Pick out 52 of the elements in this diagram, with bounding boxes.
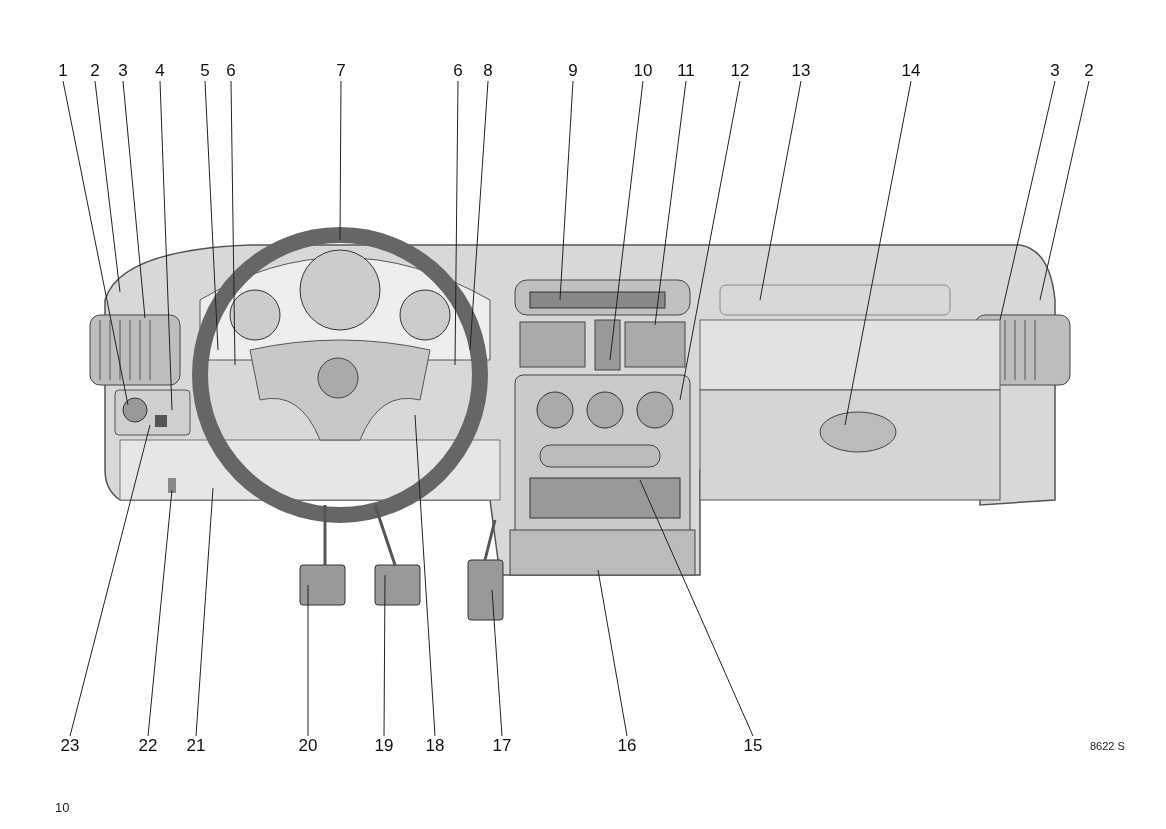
leader-line xyxy=(62,80,129,406)
leader-line xyxy=(307,584,309,737)
callout-number: 3 xyxy=(108,62,138,80)
leader-line xyxy=(759,80,802,301)
leader-line xyxy=(339,80,342,241)
callout-number: 9 xyxy=(558,62,588,80)
callout-number: 4 xyxy=(145,62,175,80)
leader-line xyxy=(230,80,236,366)
callout-number: 12 xyxy=(725,62,755,80)
callout-number: 3 xyxy=(1040,62,1070,80)
callout-number: 2 xyxy=(1074,62,1104,80)
callout-number: 22 xyxy=(133,737,163,755)
callout-number: 23 xyxy=(55,737,85,755)
leader-line xyxy=(639,479,754,737)
leader-line xyxy=(469,80,489,351)
leader-line xyxy=(122,80,146,319)
callout-number: 1 xyxy=(48,62,78,80)
leader-line xyxy=(654,80,687,326)
page-number: 10 xyxy=(55,800,70,815)
leader-line xyxy=(414,414,436,737)
callout-number: 2 xyxy=(80,62,110,80)
callout-number: 15 xyxy=(738,737,768,755)
leader-line xyxy=(844,80,912,426)
leader-line xyxy=(609,80,644,361)
callout-number: 8 xyxy=(473,62,503,80)
leader-line xyxy=(1039,80,1090,301)
leader-line xyxy=(454,80,459,366)
callout-number: 18 xyxy=(420,737,450,755)
callout-number: 13 xyxy=(786,62,816,80)
callout-number: 21 xyxy=(181,737,211,755)
callout-number: 19 xyxy=(369,737,399,755)
leader-line xyxy=(69,424,151,737)
leader-line xyxy=(195,487,214,737)
callout-number: 6 xyxy=(443,62,473,80)
leader-line xyxy=(679,80,741,401)
callout-number: 20 xyxy=(293,737,323,755)
leader-line xyxy=(94,80,121,293)
callout-number: 10 xyxy=(628,62,658,80)
callout-number: 16 xyxy=(612,737,642,755)
figure-code: 8622 S xyxy=(1090,740,1125,752)
leader-line xyxy=(999,80,1056,321)
leader-line xyxy=(159,80,173,411)
leader-line xyxy=(204,80,219,351)
leader-line xyxy=(147,489,173,737)
callout-number: 11 xyxy=(671,62,701,80)
leader-line xyxy=(491,589,503,737)
leader-line xyxy=(597,569,628,737)
callout-number: 17 xyxy=(487,737,517,755)
leader-line xyxy=(383,574,386,737)
callout-number: 14 xyxy=(896,62,926,80)
callout-number: 7 xyxy=(326,62,356,80)
leader-line xyxy=(559,80,574,301)
